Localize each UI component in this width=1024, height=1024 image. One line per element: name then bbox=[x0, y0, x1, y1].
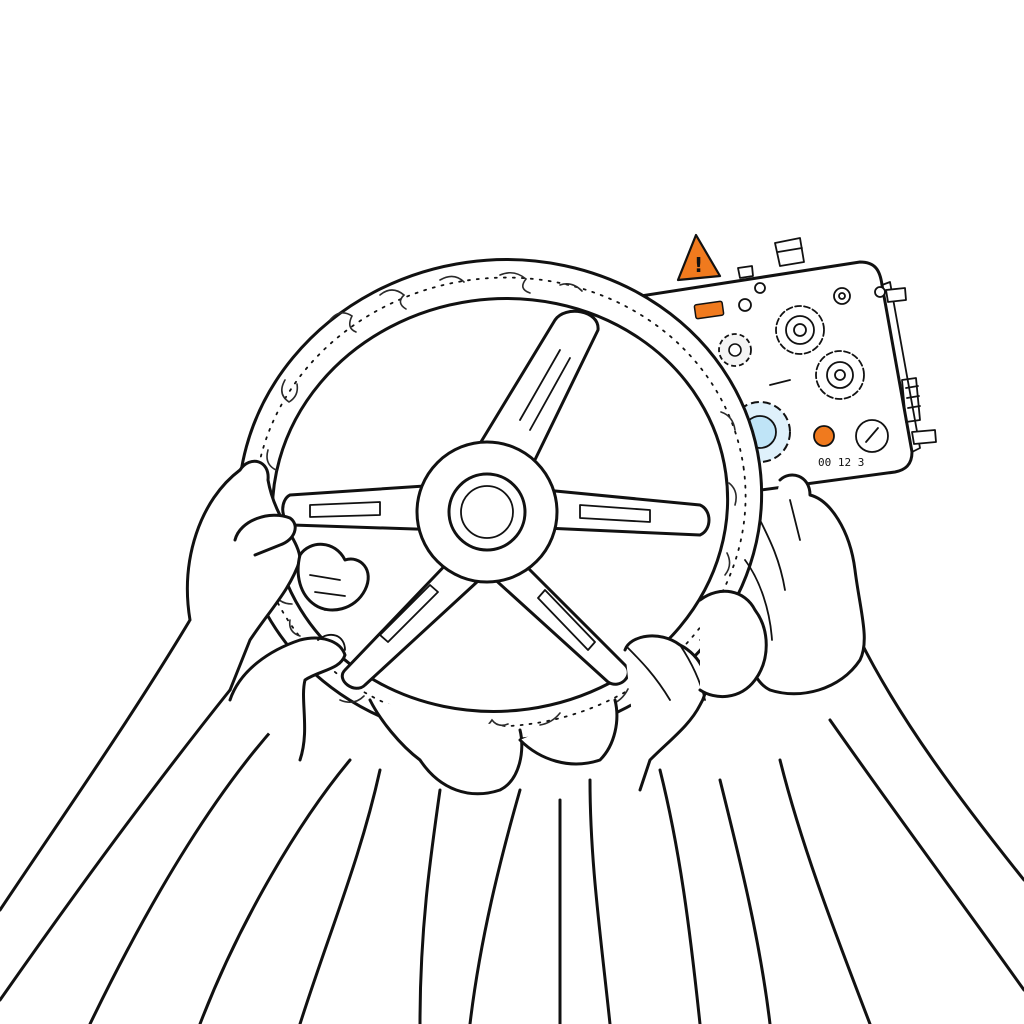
hand-front-left-upper bbox=[296, 542, 370, 612]
arm-right bbox=[718, 758, 872, 1024]
wheel-spoke-left-slot bbox=[309, 501, 381, 518]
panel-top-small-knob bbox=[737, 265, 754, 279]
gear-icon bbox=[815, 350, 865, 400]
gauge-dial-icon bbox=[855, 419, 889, 453]
gear-icon bbox=[775, 305, 825, 355]
wheel-spoke-right bbox=[543, 488, 711, 537]
warning-triangle-icon: ! bbox=[676, 233, 722, 282]
wheel-spoke-lower-left-slot bbox=[379, 584, 439, 643]
arm-center-left bbox=[298, 768, 442, 1024]
panel-orange-button bbox=[813, 425, 835, 447]
hand-front-right-panel-fingers bbox=[744, 499, 801, 641]
hand-front-left-thumb bbox=[233, 513, 297, 557]
arms-group bbox=[0, 618, 1024, 1024]
arm-left bbox=[88, 698, 352, 1024]
panel-top-cylinder bbox=[774, 237, 805, 267]
arm-center bbox=[468, 788, 562, 1024]
wheel-spoke-top bbox=[468, 309, 600, 472]
wheel-hub-center bbox=[460, 485, 514, 539]
wheel-spoke-lower-right bbox=[488, 558, 630, 686]
wheel-spoke-top-slot bbox=[519, 349, 571, 431]
panel-orange-tab bbox=[693, 300, 725, 320]
panel-edge-depth bbox=[881, 281, 921, 453]
hand-front-left-lower bbox=[228, 636, 347, 762]
wheel-spoke-lower-left bbox=[341, 553, 492, 690]
gear-icon bbox=[718, 333, 752, 367]
panel-label: 00 12 3 bbox=[818, 456, 864, 469]
hand-front-right-lower bbox=[623, 634, 708, 792]
arm-far-left bbox=[0, 618, 232, 1002]
wheel-spoke-lower-right-slot bbox=[537, 589, 596, 651]
wheel-spoke-right-slot bbox=[579, 504, 651, 523]
steering-wheel bbox=[236, 258, 764, 742]
arm-far-right bbox=[828, 638, 1024, 992]
arm-center-right bbox=[588, 768, 702, 1024]
panel-side-vent bbox=[901, 377, 921, 423]
panel-side-knob-2 bbox=[911, 429, 937, 445]
hand-front-right-panel bbox=[746, 473, 866, 696]
hand-front-center-right-lower bbox=[518, 698, 619, 766]
warning-glyph: ! bbox=[694, 253, 703, 277]
panel-side-knob-1 bbox=[885, 287, 907, 303]
hand-front-right-lower-thumb bbox=[627, 644, 706, 701]
front-hands-group bbox=[186, 459, 866, 796]
hand-front-right-mid bbox=[698, 589, 768, 699]
hand-front-center-lower bbox=[368, 698, 524, 796]
hand-front-left-upper-lines bbox=[309, 574, 346, 597]
